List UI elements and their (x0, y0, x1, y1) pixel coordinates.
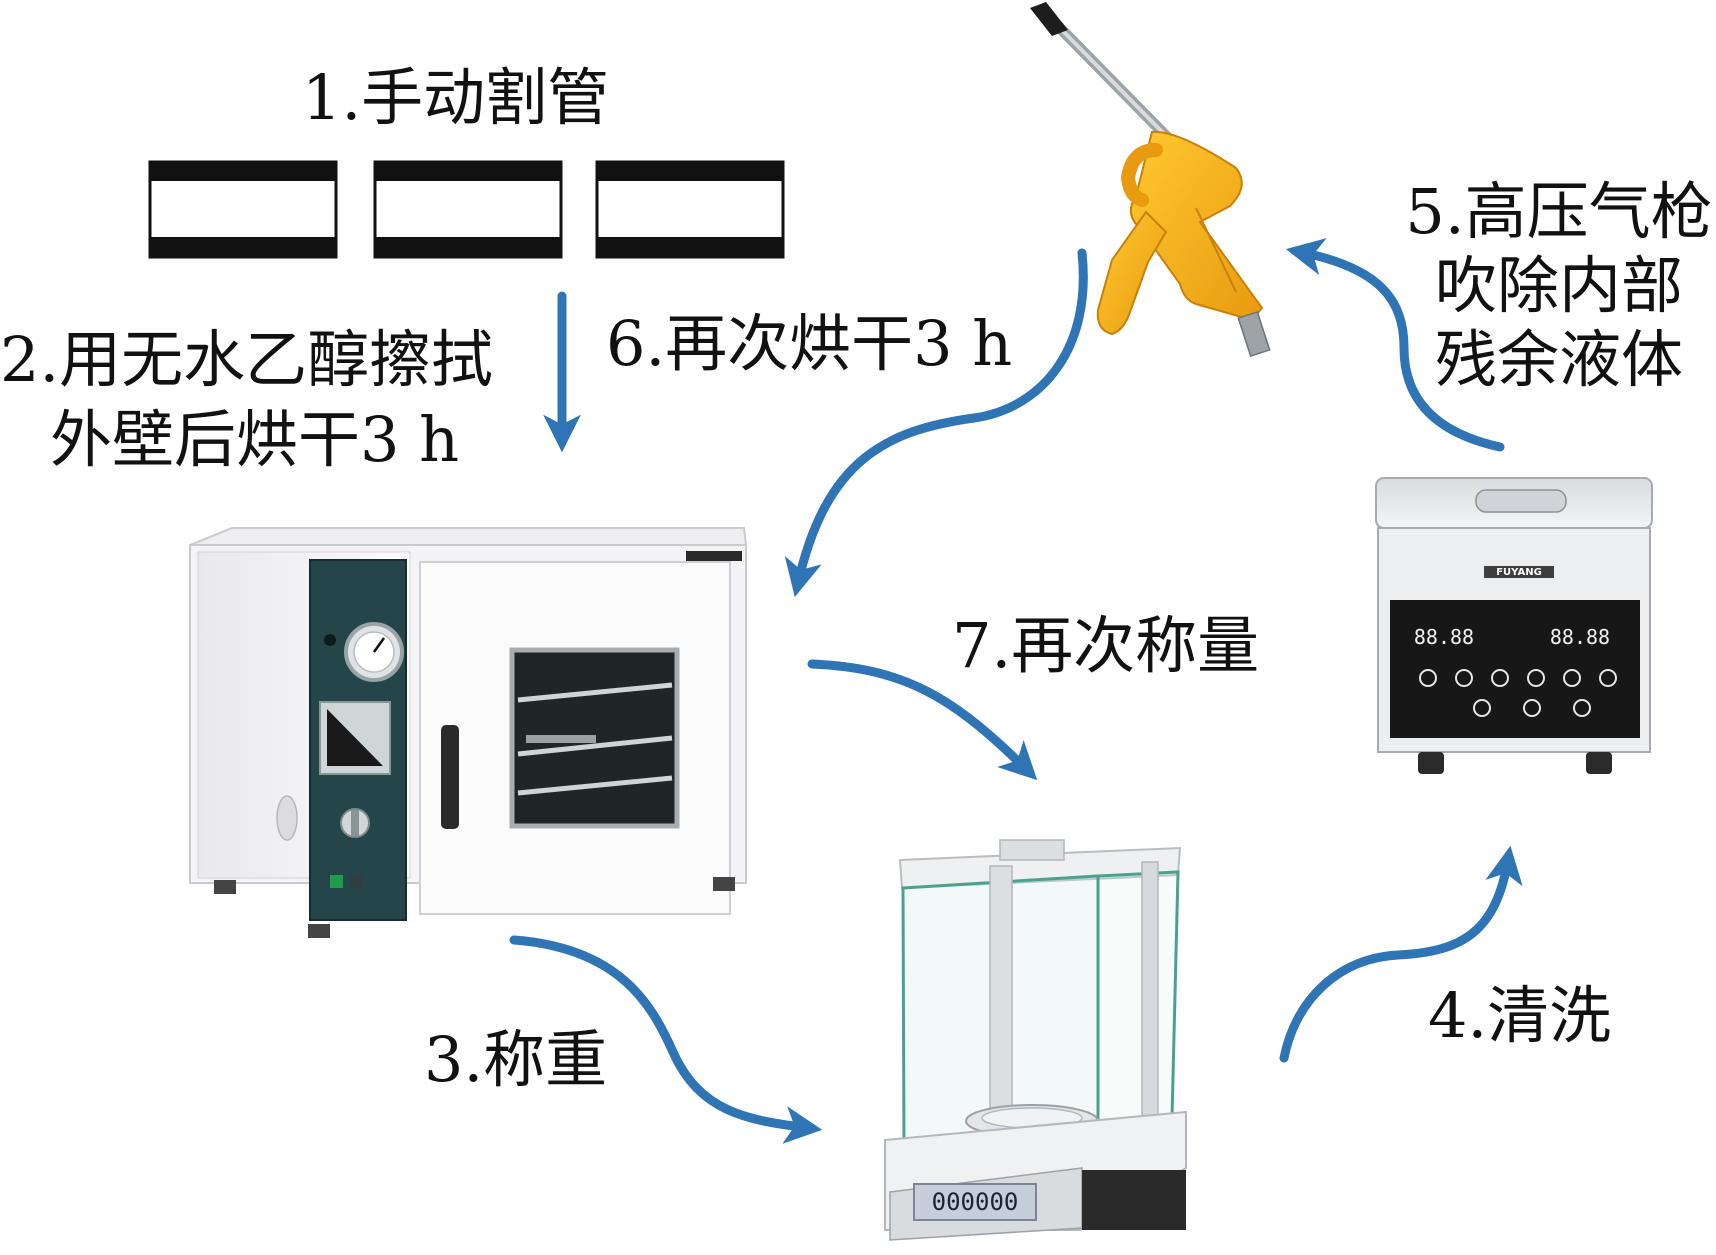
ultrasonic-cleaner-icon: FUYANG 88.88 88.88 (1375, 477, 1653, 774)
step-1-label: 1.手动割管 (302, 61, 610, 134)
tube-sample (373, 160, 563, 259)
tube-sample (148, 160, 338, 259)
analytical-balance-icon: 000000 (884, 839, 1187, 1241)
cut-tube-icon (148, 160, 785, 259)
tube-sample (595, 160, 785, 259)
arrow-step-3 (509, 935, 823, 1144)
cleaner-readout-right: 88.88 (1550, 625, 1610, 649)
step-5-label-line-3: 残余液体 (1434, 323, 1683, 396)
arrow-step-4 (1279, 845, 1523, 1063)
arrow-step-7 (807, 659, 1038, 781)
step-3-label: 3.称重 (424, 1023, 608, 1096)
arrow-step-5 (1285, 238, 1505, 452)
step-4-label: 4.清洗 (1428, 979, 1612, 1052)
step-6-label: 6.再次烘干3 h (606, 307, 1013, 380)
step-2-label-line-1: 2.用无水乙醇擦拭 (0, 323, 494, 396)
balance-display: 000000 (932, 1188, 1019, 1216)
step-5-label-line-2: 吹除内部 (1434, 249, 1683, 322)
cleaner-brand: FUYANG (1496, 567, 1542, 578)
step-2-label-line-2: 外壁后烘干3 h (50, 403, 460, 476)
flow-arrows (509, 238, 1523, 1144)
air-blow-gun-icon (1030, 2, 1271, 358)
vacuum-oven-icon (189, 527, 748, 938)
step-7-label: 7.再次称量 (952, 609, 1260, 682)
step-5-label-line-1: 5.高压气枪 (1405, 175, 1713, 248)
cleaner-readout-left: 88.88 (1414, 625, 1474, 649)
arrow-step-6 (784, 248, 1088, 598)
